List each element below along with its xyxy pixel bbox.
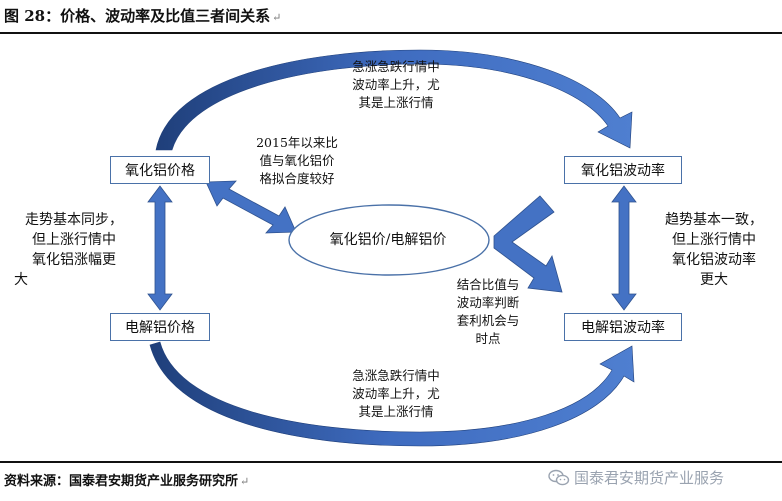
node-aluminum-price: 电解铝价格	[110, 313, 210, 341]
top-curved-arrow	[155, 49, 633, 151]
figure-title: 图 28：价格、波动率及比值三者间关系↵	[4, 3, 281, 29]
right-side-annotation: 趋势基本一致， 但上涨行情中 氧化铝波动率 更大	[650, 210, 778, 290]
annotation-line: 氧化铝涨幅更	[32, 252, 116, 268]
node-alumina-volatility: 氧化铝波动率	[564, 156, 682, 184]
node-aluminum-volatility: 电解铝波动率	[564, 313, 682, 341]
bottom-arc-annotation: 急涨急跌行情中 波动率上升，尤 其是上涨行情	[316, 367, 476, 421]
left-double-arrow	[147, 185, 173, 311]
annotation-line: 其是上涨行情	[358, 95, 434, 110]
paragraph-mark-icon: ↵	[240, 475, 250, 488]
annotation-line: 急涨急跌行情中	[352, 59, 440, 74]
watermark-text: 国泰君安期货产业服务	[574, 469, 725, 487]
figure-title-text: 图 28：价格、波动率及比值三者间关系	[4, 7, 271, 25]
annotation-line: 波动率上升，尤	[352, 77, 440, 92]
paragraph-mark-icon: ↵	[272, 11, 282, 24]
annotation-line: 氧化铝波动率	[672, 252, 756, 268]
node-alumina-volatility-label: 氧化铝波动率	[581, 163, 665, 179]
chevron-arrow	[493, 195, 563, 293]
watermark: 国泰君安期货产业服务	[548, 467, 724, 488]
annotation-line: 2015年以来比	[256, 135, 338, 150]
bottom-rule	[0, 461, 782, 463]
price-ratio-annotation: 2015年以来比 值与氧化铝价 格拟合度较好	[236, 134, 358, 188]
diagonal-double-arrow	[205, 180, 297, 234]
annotation-line: 值与氧化铝价	[259, 153, 335, 168]
bottom-curved-arrow	[149, 341, 635, 447]
annotation-line: 时点	[475, 331, 501, 346]
annotation-line: 走势基本同步，	[25, 212, 123, 228]
left-side-annotation: 走势基本同步， 但上涨行情中 氧化铝涨幅更 大	[8, 210, 140, 290]
wechat-icon	[548, 469, 570, 485]
source-text: 资料来源：国泰君安期货产业服务研究所	[4, 474, 239, 489]
node-aluminum-price-label: 电解铝价格	[125, 320, 195, 336]
node-alumina-price: 氧化铝价格	[110, 156, 210, 184]
annotation-line: 其是上涨行情	[358, 404, 434, 419]
annotation-line: 趋势基本一致，	[665, 212, 763, 228]
ratio-ellipse	[288, 204, 490, 276]
top-arc-annotation: 急涨急跌行情中 波动率上升，尤 其是上涨行情	[316, 58, 476, 112]
node-aluminum-volatility-label: 电解铝波动率	[581, 320, 665, 336]
source-note: 资料来源：国泰君安期货产业服务研究所↵	[4, 470, 249, 489]
annotation-line: 格拟合度较好	[259, 171, 335, 186]
annotation-line: 结合比值与	[456, 277, 520, 292]
annotation-line: 波动率判断	[456, 295, 520, 310]
node-alumina-price-label: 氧化铝价格	[125, 163, 195, 179]
ratio-volatility-annotation: 结合比值与 波动率判断 套利机会与 时点	[436, 276, 540, 348]
right-double-arrow	[611, 185, 637, 311]
annotation-line: 急涨急跌行情中	[352, 368, 440, 383]
annotation-line: 更大	[700, 272, 728, 288]
ratio-label: 氧化铝价/电解铝价	[329, 232, 447, 248]
annotation-line: 波动率上升，尤	[352, 386, 440, 401]
annotation-line: 套利机会与	[456, 313, 520, 328]
top-rule	[0, 32, 782, 34]
annotation-line: 但上涨行情中	[32, 232, 116, 248]
annotation-line: 但上涨行情中	[672, 232, 756, 248]
annotation-line: 大	[14, 272, 28, 288]
